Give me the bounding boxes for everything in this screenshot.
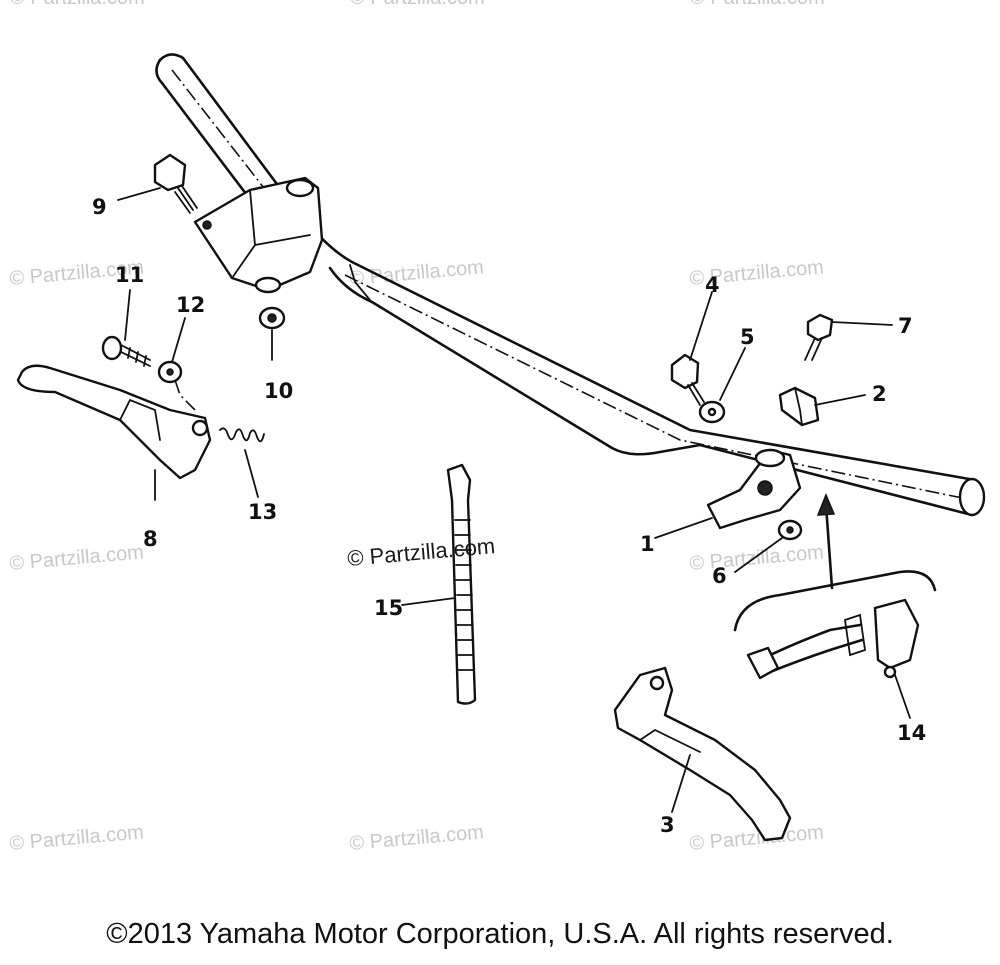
watermark: © Partzilla.com	[9, 821, 145, 855]
part-label-4: 4	[705, 273, 720, 297]
part-12-nut-hole	[166, 368, 174, 376]
center-watermark: © Partzilla.com	[346, 533, 496, 571]
part-1-brake-lever-holder	[706, 448, 802, 530]
part-10-nut-hole	[267, 313, 277, 323]
watermark: © Partzilla.com	[9, 541, 145, 575]
part-4-bolt	[670, 353, 705, 406]
copyright-notice: ©2013 Yamaha Motor Corporation, U.S.A. A…	[106, 918, 894, 950]
part-label-1: 1	[640, 532, 655, 556]
part-8-clutch-lever	[16, 364, 212, 480]
part-label-11: 11	[115, 263, 144, 287]
watermark: © Partzilla.com	[689, 541, 825, 575]
part-9-bolt	[153, 153, 198, 214]
part-label-12: 12	[176, 293, 205, 317]
part-label-5: 5	[740, 325, 755, 349]
part-labels: 9 10 11 12 8 13 15 4 5 7 2 1 6 14 3	[92, 195, 926, 837]
watermark: © Partzilla.com	[690, 0, 825, 9]
part-14-switch	[746, 598, 920, 680]
clutch-lever-holder	[193, 176, 324, 294]
part-label-9: 9	[92, 195, 107, 219]
part-3-brake-lever	[613, 666, 792, 842]
part-label-6: 6	[712, 564, 727, 588]
part-label-2: 2	[872, 382, 887, 406]
part-7-bolt	[804, 313, 834, 361]
watermark: © Partzilla.com	[349, 256, 485, 290]
part-label-13: 13	[248, 500, 277, 524]
part-label-15: 15	[374, 596, 403, 620]
part-label-3: 3	[660, 813, 675, 837]
part-5-washer-hole	[707, 407, 717, 417]
part-13-spring	[219, 427, 265, 443]
part-label-8: 8	[143, 527, 158, 551]
part-label-10: 10	[264, 379, 293, 403]
part-11-bolt	[101, 335, 151, 367]
watermark: © Partzilla.com	[349, 821, 485, 855]
watermark: © Partzilla.com	[350, 0, 485, 9]
part-15-cable-strap	[446, 463, 477, 705]
callout-arrow	[733, 493, 937, 632]
leader-lines	[117, 187, 911, 813]
part-label-7: 7	[898, 314, 913, 338]
watermark: © Partzilla.com	[10, 0, 145, 9]
part-6-nut-hole	[786, 526, 794, 534]
part-label-14: 14	[897, 721, 926, 745]
part-2-clamp	[778, 386, 820, 427]
